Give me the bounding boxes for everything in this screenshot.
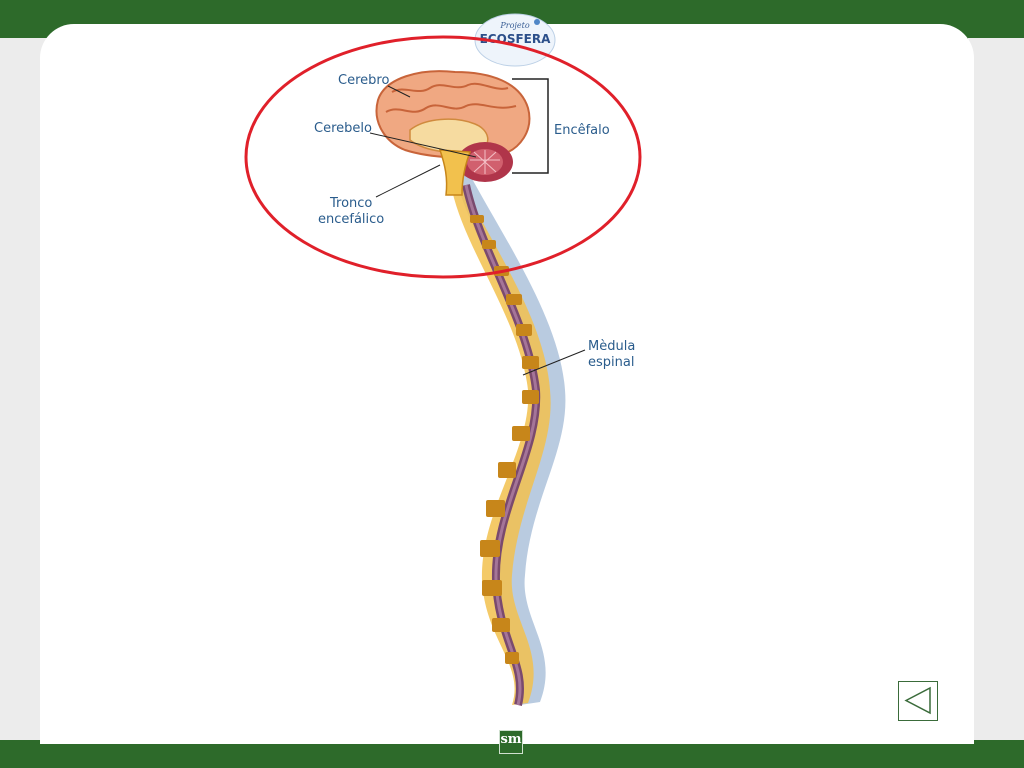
triangle-left-icon	[904, 686, 931, 715]
label-medula-line1: Mèdula	[588, 339, 635, 354]
label-cerebelo: Cerebelo	[314, 121, 372, 136]
label-tronco-line1: Tronco	[329, 196, 372, 211]
brain	[375, 70, 531, 196]
back-nav-button[interactable]	[898, 681, 938, 721]
label-cerebro: Cerebro	[338, 73, 389, 88]
label-encefalo: Encêfalo	[554, 123, 610, 138]
sm-brand-logo: sm	[499, 730, 523, 754]
right-margin	[968, 38, 1024, 740]
leader-lines	[369, 85, 586, 376]
encefalo-highlight-ellipse	[244, 35, 642, 279]
label-medula-line2: espinal	[588, 355, 634, 370]
logo-line1: Projeto	[499, 21, 529, 30]
label-tronco-line2: encefálico	[318, 212, 384, 227]
encefalo-bracket	[512, 78, 549, 174]
vertebral-column	[452, 175, 566, 706]
